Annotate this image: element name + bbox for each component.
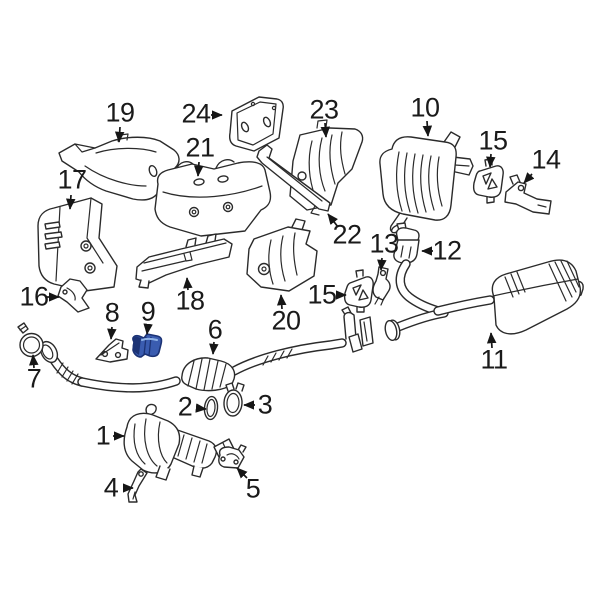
callout-10[interactable]: 10: [410, 92, 440, 123]
callout-arrows: [29, 110, 535, 493]
part-7-pipe-clamp: [17, 322, 44, 358]
callout-12[interactable]: 12: [432, 235, 462, 266]
part-2-gasket-ring: [203, 395, 219, 421]
part-22-heat-shield-strip: [256, 144, 331, 216]
hanger-highlight: [141, 337, 158, 341]
callout-18[interactable]: 18: [175, 285, 205, 316]
callout-arrow-18: [183, 277, 193, 291]
callout-arrow-10: [422, 120, 433, 137]
callout-22[interactable]: 22: [332, 219, 362, 250]
callout-21[interactable]: 21: [185, 132, 215, 163]
part-15-exhaust-hanger-right: [472, 158, 504, 204]
part-8-bracket: [95, 338, 129, 363]
callout-arrow-5: [236, 467, 248, 479]
callout-5[interactable]: 5: [245, 473, 261, 504]
callout-arrow-14: [523, 172, 535, 184]
callout-20[interactable]: 20: [271, 305, 301, 336]
callout-arrow-2: [195, 403, 207, 413]
callout-15-left[interactable]: 15: [307, 279, 337, 310]
callout-15-right[interactable]: 15: [478, 125, 508, 156]
callout-2[interactable]: 2: [177, 391, 193, 422]
callout-14[interactable]: 14: [531, 144, 561, 175]
part-11-rear-exhaust-pipe: [359, 259, 584, 347]
callout-3[interactable]: 3: [257, 389, 273, 420]
callout-arrow-11: [486, 332, 497, 349]
callout-4[interactable]: 4: [103, 472, 119, 503]
callout-1[interactable]: 1: [95, 420, 111, 451]
callout-arrow-19: [114, 126, 125, 143]
callout-9[interactable]: 9: [140, 296, 156, 327]
part-14-bracket: [504, 174, 552, 215]
callout-24[interactable]: 24: [181, 98, 211, 129]
part-9-exhaust-hanger-highlighted[interactable]: [132, 333, 163, 358]
callout-arrow-8: [107, 326, 117, 340]
callout-arrow-7: [29, 354, 39, 369]
part-4-bracket: [127, 468, 148, 503]
part-20-heat-shield: [246, 218, 318, 292]
hanger-end-cap: [132, 336, 141, 355]
part-3-clamp: [223, 382, 245, 417]
part-15-exhaust-hanger-left: [343, 269, 374, 313]
part-21-heat-shield: [154, 159, 272, 237]
part-24-heat-shield-plate: [228, 96, 284, 152]
part-6-front-exhaust-pipe: [39, 306, 363, 393]
part-18-support-rail: [135, 233, 233, 289]
callout-11[interactable]: 11: [480, 344, 508, 375]
callout-6[interactable]: 6: [207, 314, 223, 345]
part-13-hanger-bracket: [372, 266, 391, 306]
part-5-bracket: [218, 444, 247, 469]
part-12-pipe-clamp: [393, 222, 420, 264]
callout-7[interactable]: 7: [26, 363, 42, 394]
callout-arrow-23: [320, 122, 331, 138]
callout-13[interactable]: 13: [369, 228, 399, 259]
part-17-heat-shield: [37, 197, 118, 292]
callout-arrow-6: [209, 341, 219, 355]
callout-19[interactable]: 19: [105, 97, 135, 128]
callout-arrow-22: [327, 213, 339, 228]
callout-arrow-15-right: [486, 153, 496, 168]
callout-arrow-9: [143, 323, 153, 335]
callout-17[interactable]: 17: [57, 164, 87, 195]
callout-arrow-20: [276, 294, 287, 310]
callout-arrow-17: [65, 194, 76, 210]
part-16-bracket: [57, 278, 90, 313]
hanger-groove: [148, 336, 152, 357]
callout-arrow-21: [193, 161, 204, 177]
part-10-rear-muffler: [379, 131, 474, 234]
callout-23[interactable]: 23: [309, 94, 339, 125]
callout-16[interactable]: 16: [19, 281, 49, 312]
callout-8[interactable]: 8: [104, 297, 120, 328]
callout-arrow-13: [377, 257, 387, 271]
